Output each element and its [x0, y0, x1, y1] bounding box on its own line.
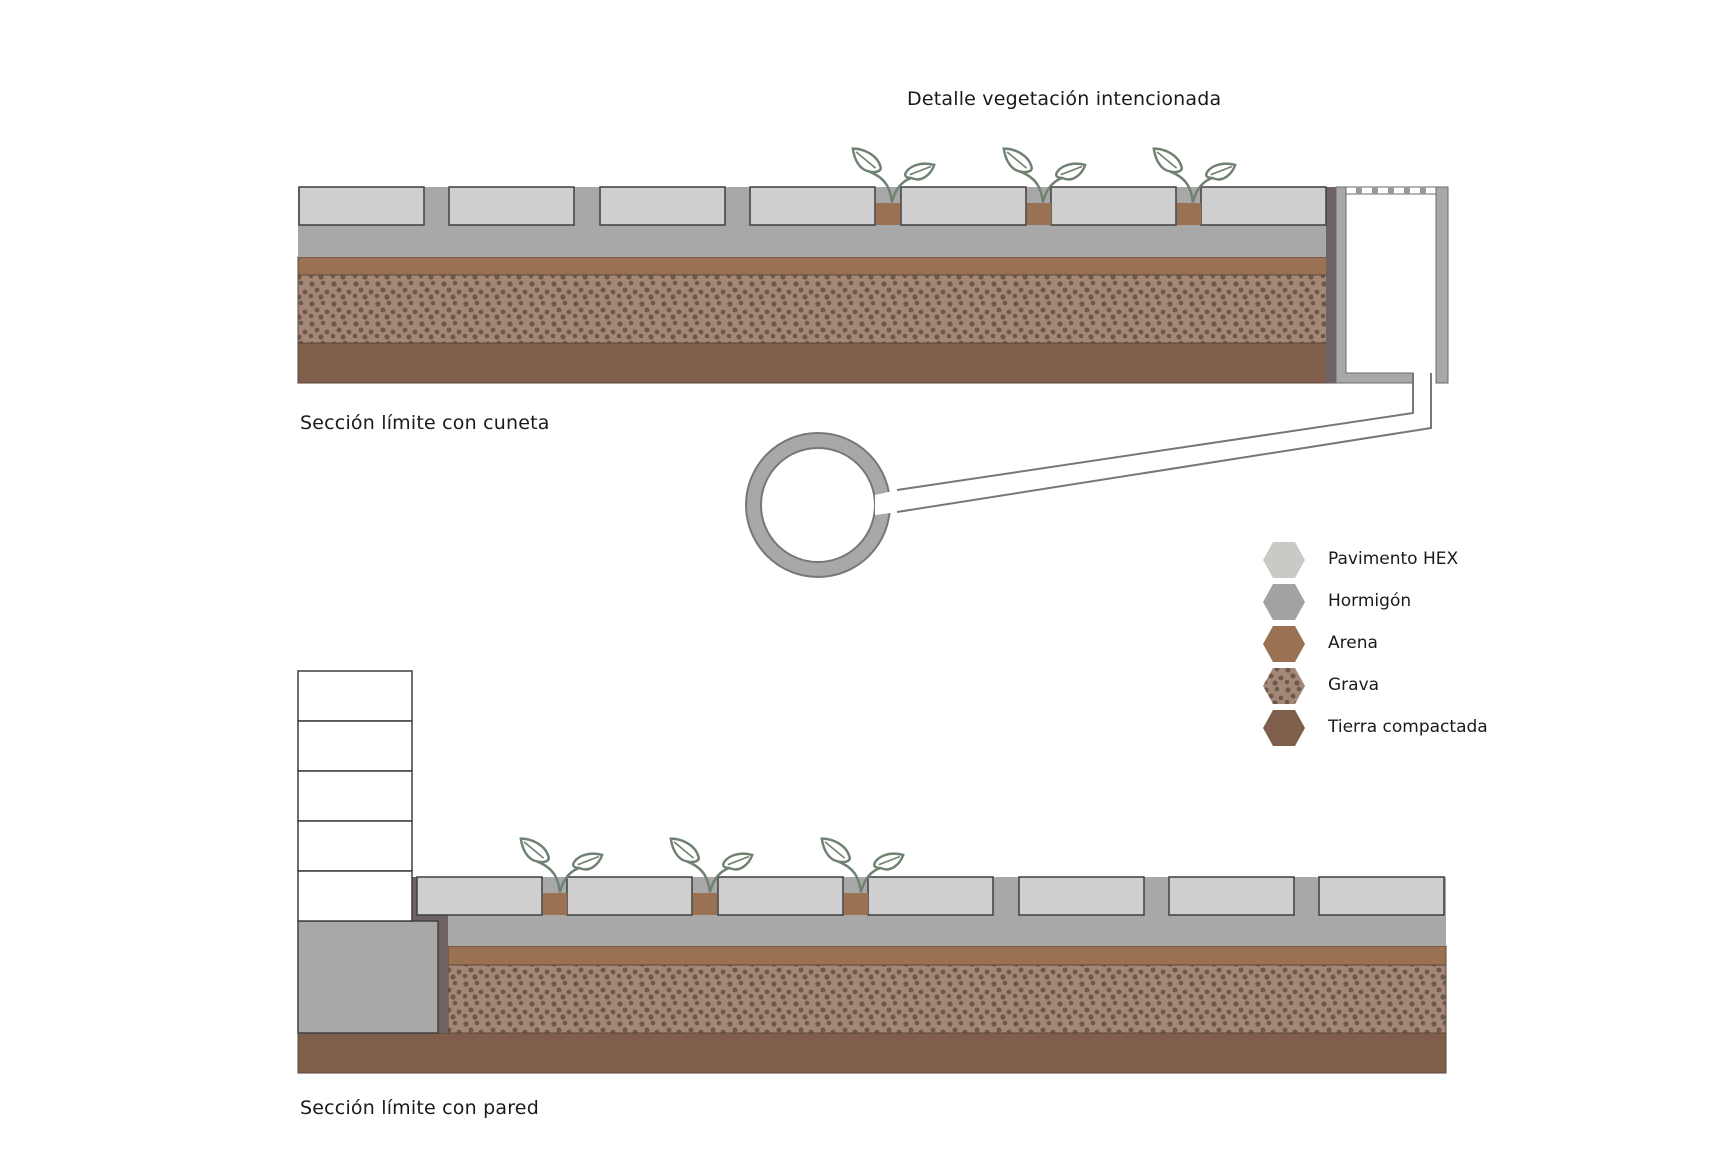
- planting-soil: [844, 893, 868, 915]
- wall-foundation: [297, 920, 439, 1034]
- detail-title: Detalle vegetación intencionada: [907, 88, 1222, 110]
- section-gutter-title: Sección límite con cuneta: [300, 412, 550, 434]
- planting-gaps: [543, 893, 868, 915]
- sand-layer: [297, 256, 1337, 276]
- paver: [1050, 186, 1177, 226]
- paver: [1200, 186, 1327, 226]
- legend-label: Pavimento HEX: [1328, 549, 1459, 569]
- gravel-layer: [297, 274, 1337, 344]
- legend-label: Hormigón: [1328, 591, 1412, 611]
- paver: [749, 186, 876, 226]
- paver: [1318, 876, 1445, 916]
- drain-pipe: [745, 373, 1432, 578]
- paver: [900, 186, 1027, 226]
- sand-layer: [447, 945, 1447, 966]
- wall-block: [297, 720, 413, 772]
- planting-soil: [876, 203, 900, 225]
- pavers-row: [298, 186, 1327, 226]
- wall-block: [297, 870, 413, 922]
- planting-soil: [693, 893, 717, 915]
- planting-gaps: [876, 203, 1201, 225]
- paver: [717, 876, 844, 916]
- legend-label: Tierra compactada: [1328, 717, 1488, 737]
- section-gutter: [297, 147, 1449, 578]
- hexagon-swatch-icon: [1263, 626, 1305, 662]
- paver: [448, 186, 575, 226]
- hexagon-swatch-icon: [1263, 710, 1305, 746]
- section-wall: [297, 670, 1447, 1074]
- paver: [1018, 876, 1145, 916]
- legend-item-pavimento: Pavimento HEX: [1262, 540, 1542, 580]
- paver: [867, 876, 994, 916]
- legend-label: Grava: [1328, 675, 1380, 695]
- wall-blocks: [297, 670, 413, 922]
- paver: [298, 186, 425, 226]
- legend-item-tierra: Tierra compactada: [1262, 708, 1542, 748]
- soil-layer: [297, 1032, 1447, 1074]
- section-wall-title: Sección límite con pared: [300, 1097, 539, 1119]
- legend-item-hormigon: Hormigón: [1262, 582, 1542, 622]
- wall-block: [297, 670, 413, 722]
- paver: [566, 876, 693, 916]
- concrete-edge: [1326, 187, 1336, 383]
- gravel-layer: [447, 964, 1447, 1034]
- wall-block: [297, 820, 413, 872]
- legend-label: Arena: [1328, 633, 1378, 653]
- planting-soil: [543, 893, 567, 915]
- hexagon-swatch-icon: [1263, 542, 1305, 578]
- legend-item-grava: Grava: [1262, 666, 1542, 706]
- hexagon-swatch-icon: [1263, 668, 1305, 704]
- paver: [599, 186, 726, 226]
- pavers-row: [416, 876, 1445, 916]
- paver: [416, 876, 543, 916]
- planting-soil: [1177, 203, 1201, 225]
- hexagon-swatch-icon: [1263, 584, 1305, 620]
- legend-item-arena: Arena: [1262, 624, 1542, 664]
- paver: [1168, 876, 1295, 916]
- planting-soil: [1027, 203, 1051, 225]
- wall-block: [297, 770, 413, 822]
- soil-layer: [297, 342, 1337, 384]
